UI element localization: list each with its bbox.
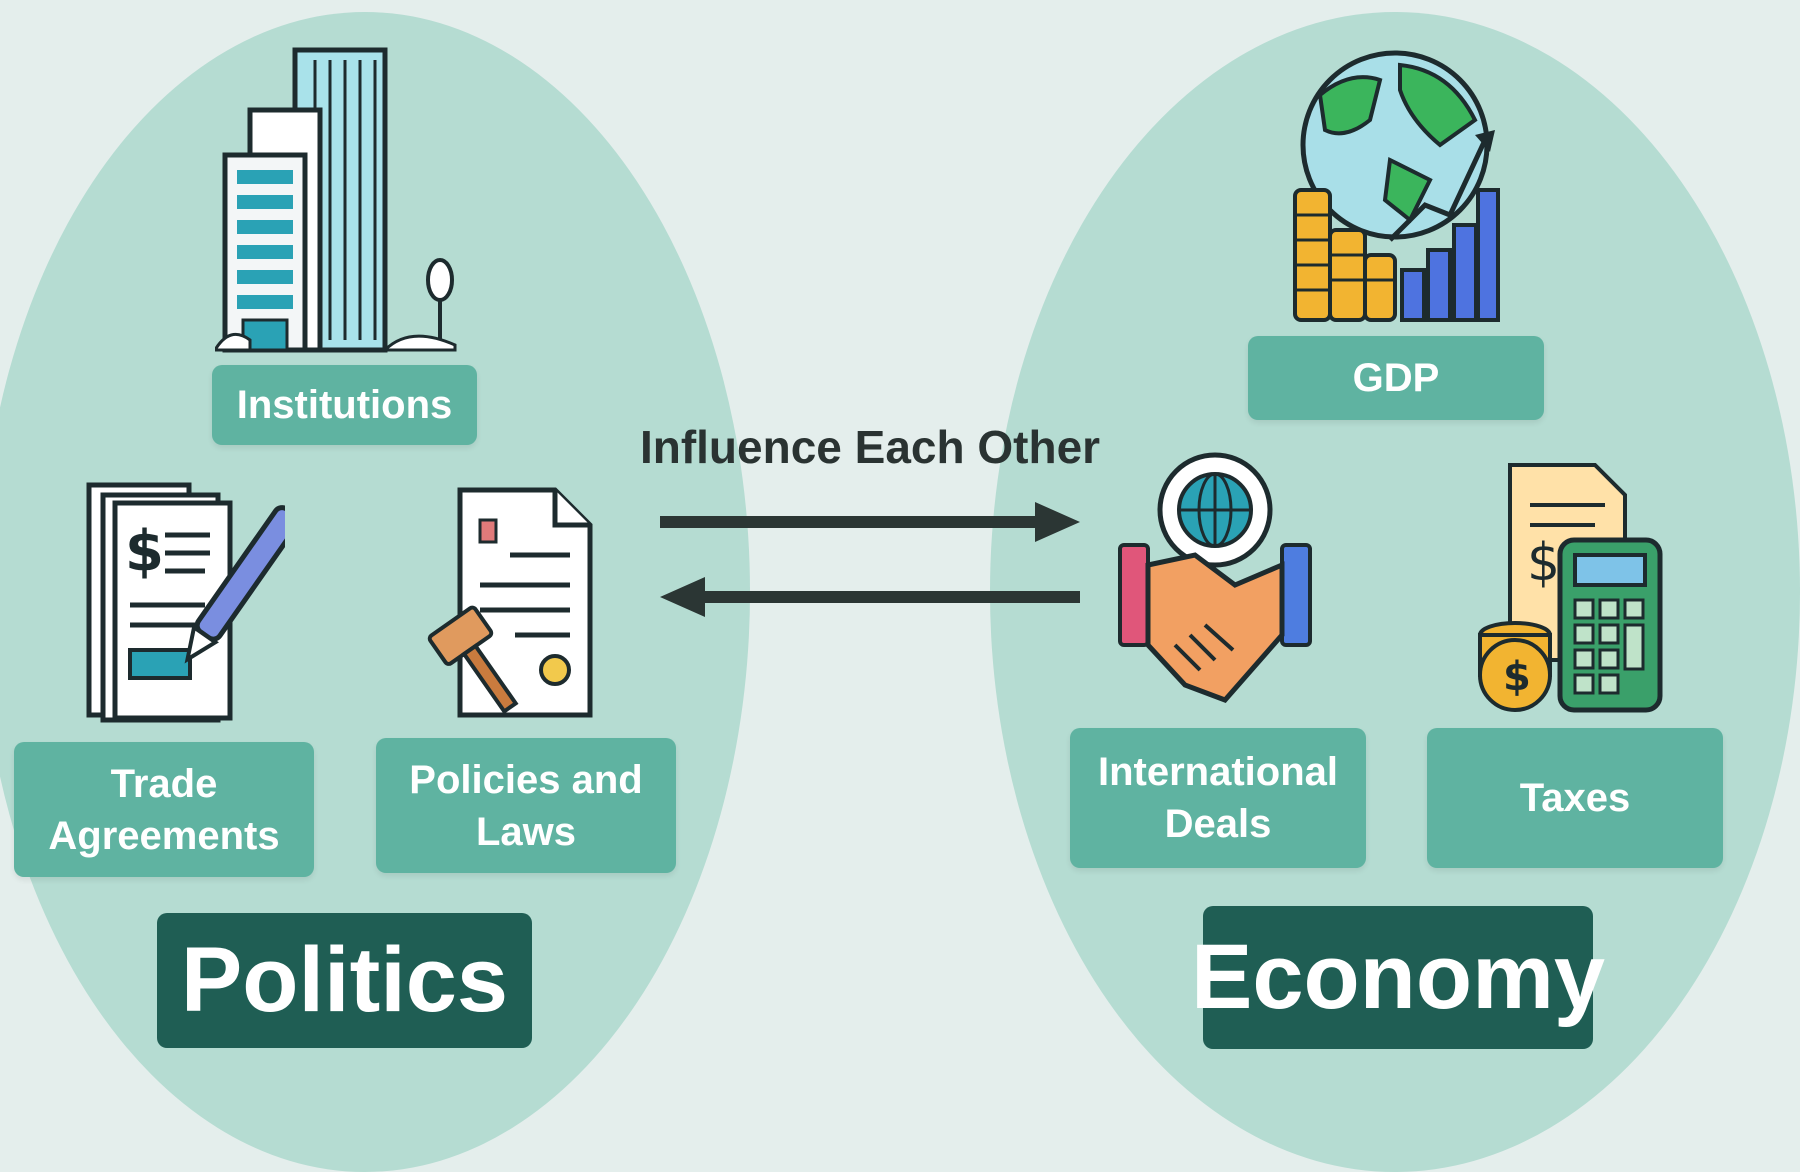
left-arrow xyxy=(660,577,1080,617)
politics-title: Politics xyxy=(157,913,532,1048)
svg-text:$: $ xyxy=(125,519,164,584)
contract-signing-icon: $ xyxy=(86,482,285,723)
globe-growth-chart-icon xyxy=(1293,50,1500,322)
right-arrow xyxy=(660,502,1080,542)
influence-label: Influence Each Other xyxy=(639,421,1101,473)
svg-text:$: $ xyxy=(1527,533,1560,593)
svg-text:$: $ xyxy=(1503,654,1531,700)
gdp-tag: GDP xyxy=(1248,336,1544,420)
calculator-coins-icon: $ $ xyxy=(1478,463,1663,713)
trade-agreements-tag: Trade Agreements xyxy=(14,742,314,877)
building-icon xyxy=(215,47,457,353)
policies-laws-tag: Policies and Laws xyxy=(376,738,676,873)
institutions-tag: Institutions xyxy=(212,365,477,445)
economy-title: Economy xyxy=(1191,906,1605,1049)
law-document-gavel-icon xyxy=(427,487,593,718)
taxes-tag: Taxes xyxy=(1427,728,1723,868)
handshake-globe-icon xyxy=(1118,452,1312,703)
international-deals-tag: International Deals xyxy=(1070,728,1366,868)
